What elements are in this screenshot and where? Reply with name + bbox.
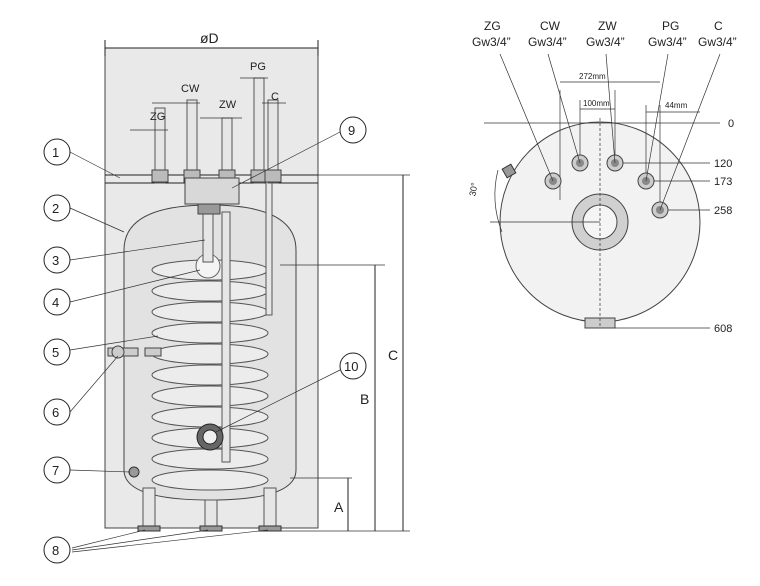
label-zw: ZW: [219, 99, 237, 111]
level-173: 173: [714, 176, 732, 188]
top-label-pg: PG: [662, 19, 679, 33]
dim-c: C: [388, 347, 398, 363]
dim-100: 100mm: [583, 99, 610, 108]
heating-coil: [151, 259, 269, 491]
callout-10: 10: [344, 359, 358, 374]
callouts: 1 2 3 4 5 6 7 8 9 10: [43, 116, 367, 564]
dim-a: A: [334, 499, 344, 515]
top-label-zw: ZW: [598, 19, 617, 33]
label-pg: PG: [250, 61, 266, 73]
dim-b: B: [360, 391, 369, 407]
top-view: 272mm 100mm 44mm 30° ZG Gw3/4”: [467, 19, 736, 335]
top-label-zg: ZG: [484, 19, 501, 33]
angle-label: 30°: [467, 181, 479, 197]
side-view: øD PG CW ZW C ZG C B A: [43, 30, 410, 564]
callout-6: 6: [52, 405, 59, 420]
top-thread-zw: Gw3/4”: [586, 35, 625, 49]
top-connection-labels: ZG Gw3/4” CW Gw3/4” ZW Gw3/4” PG Gw3/4” …: [472, 19, 737, 49]
callout-8: 8: [52, 543, 59, 558]
top-label-cw: CW: [540, 19, 561, 33]
dim-diameter: øD: [200, 30, 219, 46]
callout-9: 9: [348, 123, 355, 138]
callout-5: 5: [52, 345, 59, 360]
level-0: 0: [728, 118, 734, 130]
dim-44: 44mm: [665, 101, 688, 110]
callout-1: 1: [52, 145, 59, 160]
callout-2: 2: [52, 201, 59, 216]
level-120: 120: [714, 158, 732, 170]
callout-3: 3: [52, 253, 59, 268]
callout-4: 4: [52, 295, 59, 310]
top-thread-pg: Gw3/4”: [648, 35, 687, 49]
callout-7: 7: [52, 463, 59, 478]
label-cw: CW: [181, 83, 200, 95]
thermostat-box: [184, 177, 240, 205]
top-thread-cw: Gw3/4”: [528, 35, 567, 49]
level-258: 258: [714, 205, 732, 217]
label-c: C: [271, 91, 279, 103]
top-thread-zg: Gw3/4”: [472, 35, 511, 49]
level-values: 0 120 173 258 608: [714, 118, 734, 335]
level-608: 608: [714, 323, 732, 335]
dim-272: 272mm: [579, 72, 606, 81]
top-label-c: C: [714, 19, 723, 33]
label-zg: ZG: [150, 111, 165, 123]
top-thread-c: Gw3/4”: [698, 35, 737, 49]
